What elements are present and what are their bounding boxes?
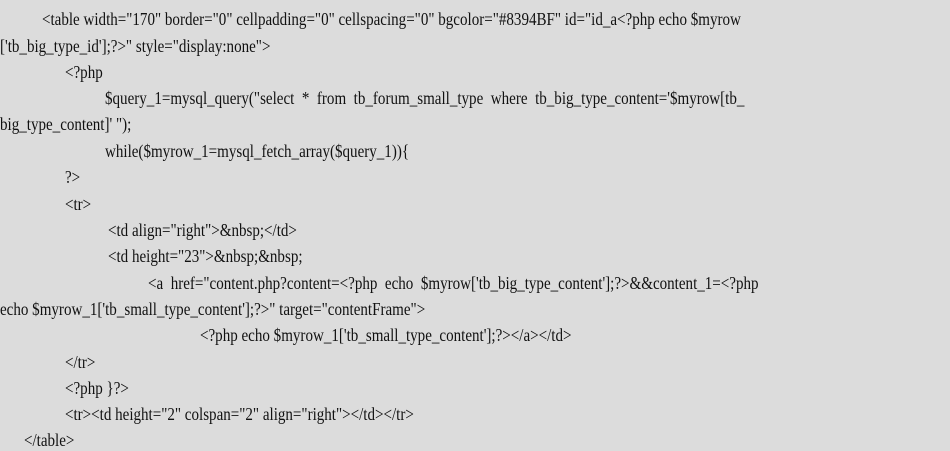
- code-line: while($myrow_1=mysql_fetch_array($query_…: [105, 141, 410, 161]
- code-line: <?php }?>: [65, 378, 129, 398]
- code-line: </tr>: [65, 352, 96, 372]
- code-line: <a href="content.php?content=<?php echo …: [148, 273, 759, 293]
- code-line: <tr><td height="2" colspan="2" align="ri…: [65, 404, 414, 424]
- code-line: <td align="right">&nbsp;</td>: [108, 220, 297, 240]
- code-line: echo $myrow_1['tb_small_type_content'];?…: [0, 299, 426, 319]
- code-line: <td height="23">&nbsp;&nbsp;: [108, 246, 303, 266]
- code-line: <?php echo $myrow_1['tb_small_type_conte…: [200, 325, 572, 345]
- code-line: big_type_content]' ");: [0, 114, 132, 134]
- code-line: ?>: [65, 167, 81, 187]
- code-line: <table width="170" border="0" cellpaddin…: [42, 9, 741, 29]
- code-line: </table>: [24, 430, 75, 450]
- code-line: $query_1=mysql_query("select * from tb_f…: [105, 88, 745, 108]
- code-line: <tr>: [65, 194, 92, 214]
- code-line: ['tb_big_type_id'];?>" style="display:no…: [0, 36, 271, 56]
- code-line: <?php: [65, 62, 103, 82]
